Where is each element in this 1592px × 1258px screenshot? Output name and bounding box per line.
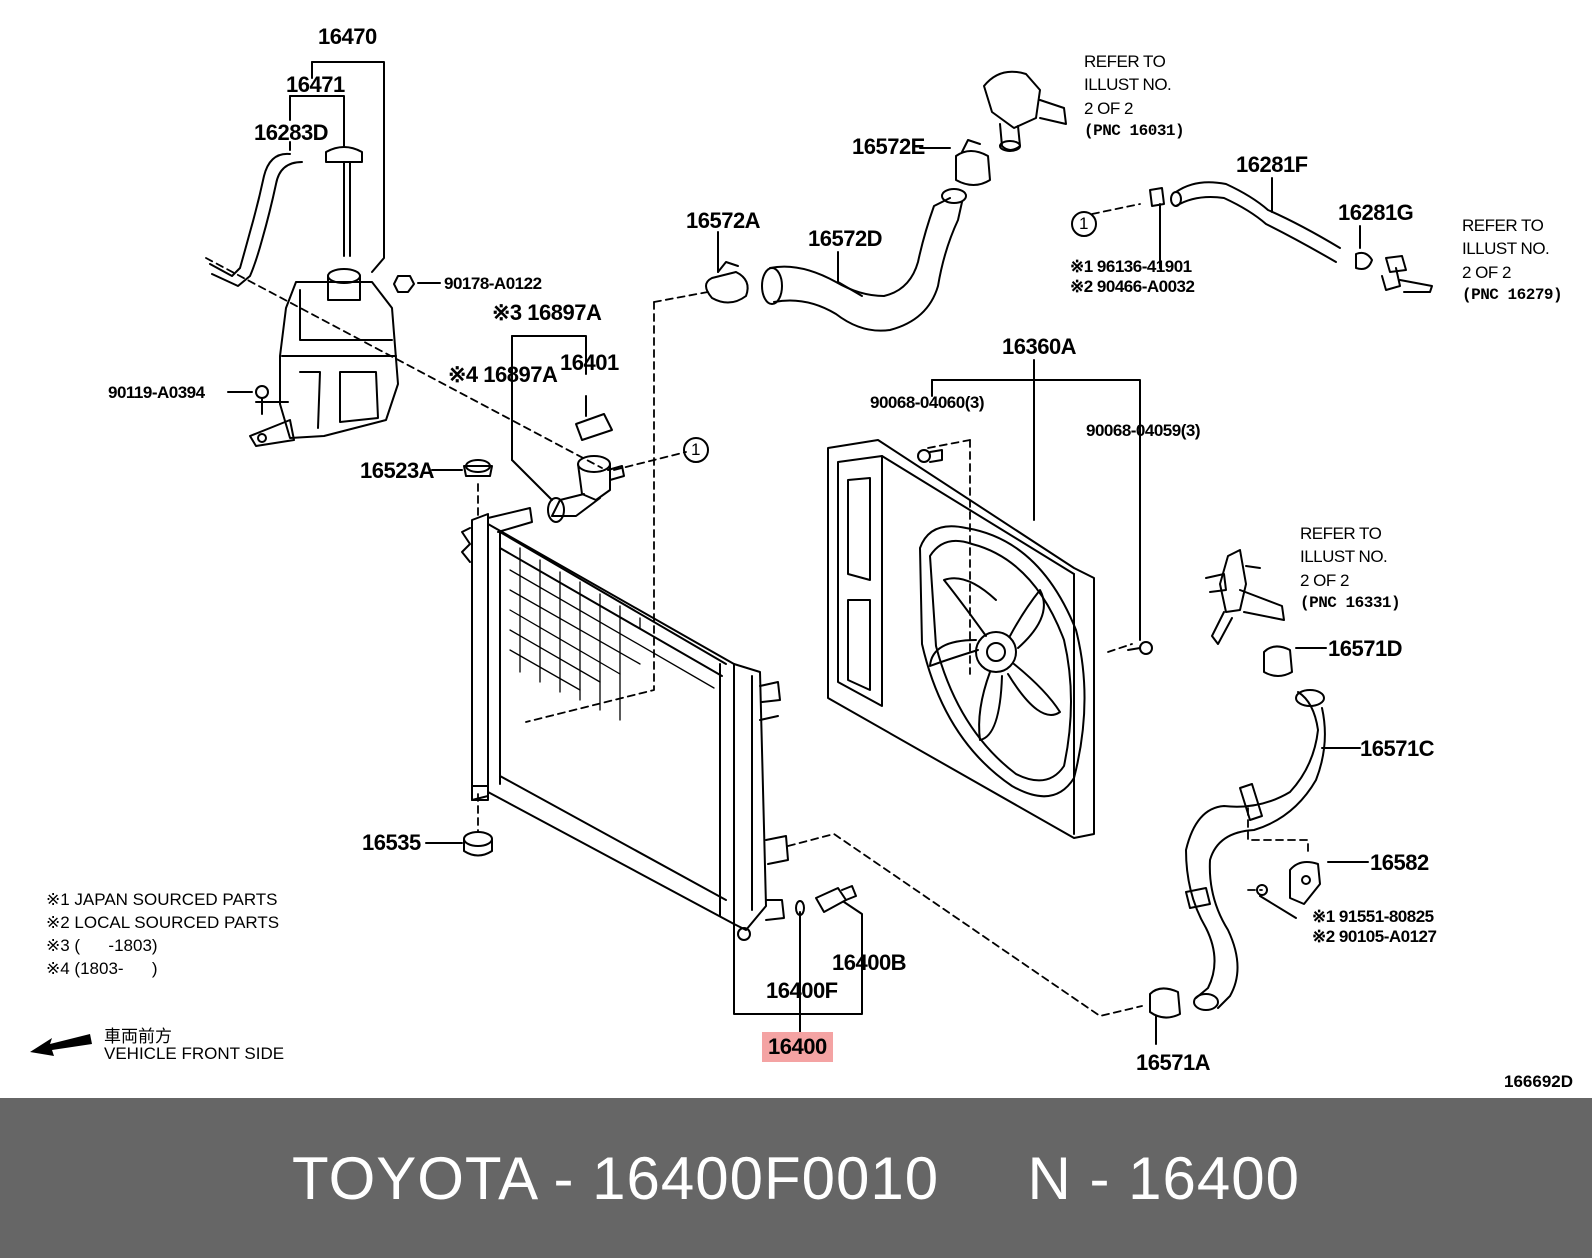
part-label-16897A-4[interactable]: ※4 16897A: [448, 362, 558, 387]
part-label-16283D[interactable]: 16283D: [254, 120, 329, 145]
upper-hose: [705, 139, 991, 332]
part-label-16470[interactable]: 16470: [318, 24, 377, 49]
note-line: ※4 (1803- ): [46, 959, 158, 978]
part-label-90466-A0032[interactable]: ※2 90466-A0032: [1070, 277, 1195, 296]
refer-block-16031[interactable]: REFER TO ILLUST NO. 2 OF 2 (PNC 16031): [1084, 50, 1185, 142]
part-label-90068-04060[interactable]: 90068-04060(3): [870, 393, 984, 412]
part-label-16572E[interactable]: 16572E: [852, 134, 925, 159]
leader-lines: [227, 61, 1369, 1045]
vehicle-front-arrow-icon: [30, 1034, 92, 1056]
dashed-lines: [205, 203, 1309, 1017]
filler-neck: [547, 413, 625, 523]
bypass-hose: [1149, 181, 1433, 293]
part-label-16281G[interactable]: 16281G: [1338, 200, 1414, 225]
circle-marker-2: 1: [1079, 214, 1088, 233]
lower-hose: [1149, 645, 1326, 1019]
refer-line: 2 OF 2: [1300, 570, 1349, 590]
hose-16283D: [209, 152, 303, 287]
reservoir-tank: [249, 146, 415, 447]
part-label-91551-80825[interactable]: ※1 91551-80825: [1312, 907, 1434, 926]
footer-part-title: TOYOTA - 16400F0010 N - 16400: [292, 1144, 1300, 1212]
part-label-16400-highlighted[interactable]: 16400: [762, 1032, 833, 1062]
refer-line: ILLUST NO.: [1300, 547, 1388, 567]
part-label-16572D[interactable]: 16572D: [808, 226, 883, 251]
part-label-90119-A0394[interactable]: 90119-A0394: [108, 383, 205, 402]
part-label-16400F[interactable]: 16400F: [766, 978, 838, 1003]
footer-banner: TOYOTA - 16400F0010 N - 16400: [0, 1098, 1592, 1258]
part-label-16281F[interactable]: 16281F: [1236, 152, 1308, 177]
drain-plug: [795, 885, 857, 916]
diagram-id: 166692D: [1504, 1072, 1574, 1091]
part-label-16535[interactable]: 16535: [362, 830, 421, 855]
part-label-16360A[interactable]: 16360A: [1002, 334, 1077, 359]
part-label-90178-A0122[interactable]: 90178-A0122: [444, 274, 542, 293]
refer-line: REFER TO: [1084, 52, 1166, 71]
refer-line: REFER TO: [1462, 216, 1544, 235]
part-label-90105-A0127[interactable]: ※2 90105-A0127: [1312, 927, 1437, 946]
diagram-area: 1 1 16470 16471 16283D 90178-A0122 90119…: [30, 24, 1574, 1091]
part-label-16897A-3[interactable]: ※3 16897A: [492, 300, 602, 325]
refer-line: REFER TO: [1300, 524, 1382, 543]
sourcing-notes: ※1 JAPAN SOURCED PARTS ※2 LOCAL SOURCED …: [46, 888, 279, 980]
part-label-96136-41901[interactable]: ※1 96136-41901: [1070, 257, 1192, 276]
part-label-16572A[interactable]: 16572A: [686, 208, 761, 233]
radiator: [461, 507, 789, 941]
parts-illustration: [205, 61, 1433, 1045]
vehicle-front-jp: 車両前方: [104, 1027, 172, 1046]
part-label-16571C[interactable]: 16571C: [1360, 736, 1435, 761]
part-label-16571A[interactable]: 16571A: [1136, 1050, 1211, 1075]
vehicle-front-en: VEHICLE FRONT SIDE: [104, 1044, 285, 1063]
fan-shroud: [827, 439, 1153, 839]
refer-block-16279[interactable]: REFER TO ILLUST NO. 2 OF 2 (PNC 16279): [1462, 214, 1563, 306]
note-line: ※2 LOCAL SOURCED PARTS: [46, 913, 280, 932]
mounts: [463, 459, 493, 857]
refer-line: 2 OF 2: [1084, 98, 1133, 118]
refer-pnc: (PNC 16031): [1084, 122, 1185, 141]
circle-marker-1: 1: [691, 440, 700, 459]
refer-pnc: (PNC 16331): [1300, 594, 1401, 613]
refer-pnc: (PNC 16279): [1462, 286, 1563, 305]
part-label-16571D[interactable]: 16571D: [1328, 636, 1403, 661]
part-label-16523A[interactable]: 16523A: [360, 458, 435, 483]
part-label-16400B[interactable]: 16400B: [832, 950, 907, 975]
part-label-16471[interactable]: 16471: [286, 72, 345, 97]
circle-markers: [683, 211, 1097, 463]
refer-line: 2 OF 2: [1462, 262, 1511, 282]
refer-block-16331[interactable]: REFER TO ILLUST NO. 2 OF 2 (PNC 16331): [1300, 522, 1401, 614]
refer-line: ILLUST NO.: [1084, 75, 1172, 95]
water-inlet: [1205, 549, 1285, 645]
water-outlet: [983, 70, 1067, 152]
note-line: ※1 JAPAN SOURCED PARTS: [46, 890, 278, 909]
note-line: ※3 ( -1803): [46, 936, 158, 955]
part-label-16582[interactable]: 16582: [1370, 850, 1429, 875]
refer-line: ILLUST NO.: [1462, 239, 1550, 259]
part-label-16401[interactable]: 16401: [560, 350, 619, 375]
part-label-90068-04059[interactable]: 90068-04059(3): [1086, 421, 1200, 440]
